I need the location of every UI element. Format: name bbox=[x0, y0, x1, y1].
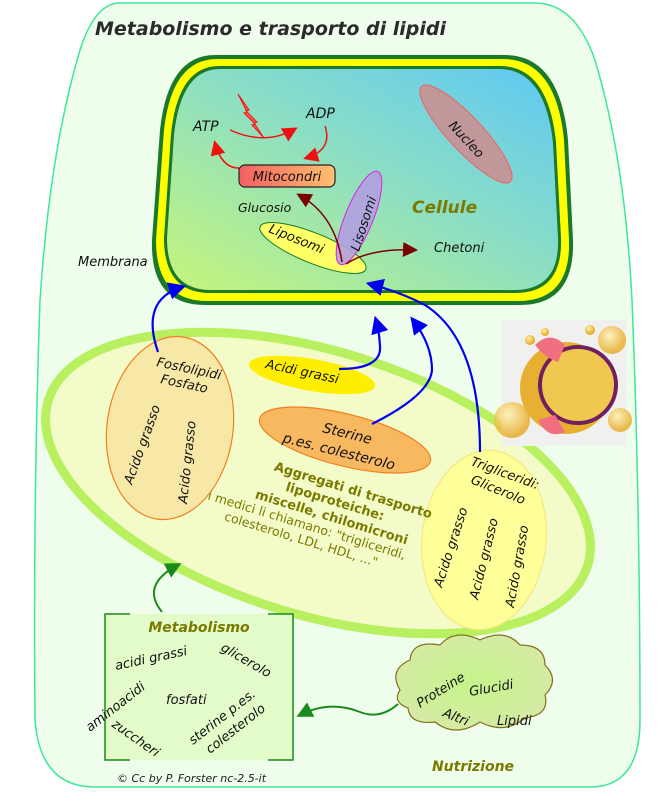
nutrition-item-lipidi: Lipidi bbox=[497, 714, 532, 729]
sterols bbox=[258, 406, 432, 474]
nutrition-cloud bbox=[395, 634, 554, 731]
ketones-label: Chetoni bbox=[434, 241, 485, 256]
membrane-label: Membrana bbox=[78, 255, 148, 270]
nutrition-label: Nutrizione bbox=[432, 759, 514, 775]
triglyceride-group bbox=[421, 449, 547, 631]
lipoprotein-image bbox=[494, 320, 632, 446]
mitochondria-label: Mitocondri bbox=[253, 170, 322, 185]
metabolism-item-fosfati: fosfati bbox=[166, 693, 207, 708]
phospholipid-to-membrane-arrow bbox=[151, 282, 187, 353]
adp-to-mito-arrow bbox=[303, 125, 328, 162]
metabolism-box bbox=[104, 613, 294, 761]
phospholipid-group bbox=[105, 335, 235, 521]
atp-label: ATP bbox=[192, 119, 219, 135]
triglycerides-to-liposomes-arrow bbox=[365, 278, 482, 453]
sterols-to-cell-arrow bbox=[371, 316, 434, 425]
lysosomes bbox=[335, 170, 383, 266]
adp-label: ADP bbox=[305, 106, 335, 122]
fatty-acids bbox=[248, 355, 376, 395]
diagram-title: Metabolismo e trasporto di lipidi bbox=[95, 18, 446, 40]
atp-to-adp-arrow bbox=[229, 127, 298, 142]
liposome-to-mito-arrow bbox=[296, 193, 343, 263]
fatty-acids-to-cell-arrow bbox=[338, 315, 389, 371]
cell-label: Cellule bbox=[412, 198, 477, 218]
metabolism-title: Metabolismo bbox=[148, 620, 250, 636]
nucleus bbox=[419, 84, 513, 184]
mitochondria bbox=[238, 164, 336, 188]
nutrition-to-metabolism-arrow bbox=[296, 702, 399, 717]
credit: © Cc by P. Forster nc-2.5-it bbox=[117, 772, 267, 785]
glucose-label: Glucosio bbox=[238, 200, 292, 215]
mito-to-atp-arrow bbox=[210, 140, 243, 169]
liposome-to-ketones-arrow bbox=[345, 241, 418, 265]
metabolism-to-aggregate-arrow bbox=[153, 563, 182, 613]
